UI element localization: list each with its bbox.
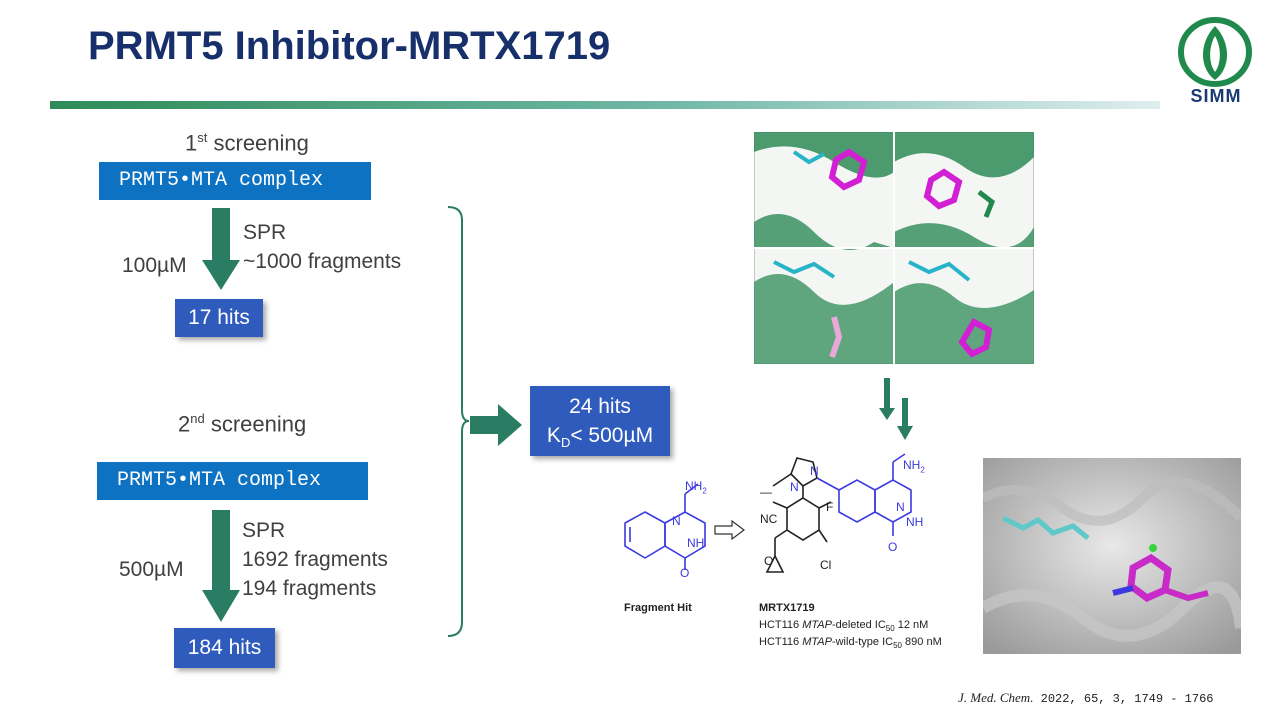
fragment-n-label: N bbox=[672, 514, 681, 528]
panel-c bbox=[754, 260, 894, 364]
simm-logo-icon bbox=[1178, 17, 1252, 87]
screening2-concentration: 500µM bbox=[119, 558, 184, 581]
panel-a bbox=[754, 132, 894, 250]
screening1-complex-bar: PRMT5•MTA complex bbox=[99, 162, 371, 200]
logo-text: SIMM bbox=[1190, 86, 1242, 106]
citation: J. Med. Chem. 2022, 65, 3, 1749 - 1766 bbox=[958, 690, 1214, 706]
down-arrow-icon bbox=[202, 208, 240, 290]
fragment-nh-label: NH bbox=[687, 536, 705, 550]
mrtx-nc-label: NC bbox=[760, 512, 778, 526]
mrtx-nh2-label: NH2 bbox=[903, 458, 925, 475]
fragment-hit-structure bbox=[624, 483, 706, 570]
mrtx-o-ether-label: O bbox=[764, 554, 774, 568]
screening1-concentration: 100µM bbox=[122, 254, 187, 277]
fragment-hit-label: Fragment Hit bbox=[624, 602, 692, 614]
double-down-arrow-icon bbox=[879, 378, 913, 440]
mrtx-cl-label: Cl bbox=[820, 558, 832, 572]
docking-pose-image bbox=[983, 458, 1241, 654]
combined-hits-count: 24 hits bbox=[569, 395, 631, 418]
mrtx1719-label: MRTX1719 bbox=[759, 602, 815, 614]
screening2-label: 2nd screening bbox=[178, 411, 307, 437]
screening2-hits-box: 184 hits bbox=[174, 628, 275, 668]
mrtx-methyl-n-label: N bbox=[790, 480, 799, 494]
combined-kd: KD< 500µM bbox=[546, 424, 654, 451]
bracket-icon bbox=[447, 206, 470, 637]
screening1-label: 1st screening bbox=[185, 130, 309, 156]
hollow-right-arrow-icon bbox=[714, 520, 745, 540]
slide-title: PRMT5 Inhibitor-MRTX1719 bbox=[88, 24, 611, 68]
fragment-o-label: O bbox=[680, 566, 690, 580]
screening2-method: SPR bbox=[242, 519, 286, 542]
screening2-fragments-a: 1692 fragments bbox=[242, 548, 388, 571]
mrtx-f-label: F bbox=[826, 500, 834, 514]
ic50-deleted-line: HCT116 MTAP-deleted IC50 12 nM bbox=[759, 619, 929, 634]
title-underline bbox=[50, 101, 1160, 109]
screening2-fragments-b: 194 fragments bbox=[242, 577, 377, 600]
down-arrow-icon bbox=[202, 510, 240, 622]
combined-hits-box: 24 hits KD< 500µM bbox=[530, 386, 670, 456]
mrtx-n-label: N bbox=[896, 500, 905, 514]
mrtx-pyrazole-n-label: N bbox=[810, 464, 819, 478]
crystal-structure-panels bbox=[754, 132, 1034, 364]
right-arrow-icon bbox=[470, 404, 522, 446]
mrtx-nh-label: NH bbox=[906, 515, 924, 529]
panel-d bbox=[894, 260, 1034, 364]
screening2-complex-bar: PRMT5•MTA complex bbox=[97, 462, 368, 500]
mrtx-methyl-label: — bbox=[760, 485, 772, 499]
screening1-fragments: ~1000 fragments bbox=[243, 250, 402, 273]
screening1-method: SPR bbox=[243, 221, 287, 244]
ic50-wildtype-line: HCT116 MTAP-wild-type IC50 890 nM bbox=[759, 636, 942, 651]
mrtx1719-structure bbox=[765, 453, 912, 573]
fragment-nh2-label: NH2 bbox=[685, 479, 707, 496]
panel-b bbox=[894, 132, 1034, 248]
mrtx-o-label: O bbox=[888, 540, 898, 554]
screening1-hits-box: 17 hits bbox=[175, 299, 263, 337]
